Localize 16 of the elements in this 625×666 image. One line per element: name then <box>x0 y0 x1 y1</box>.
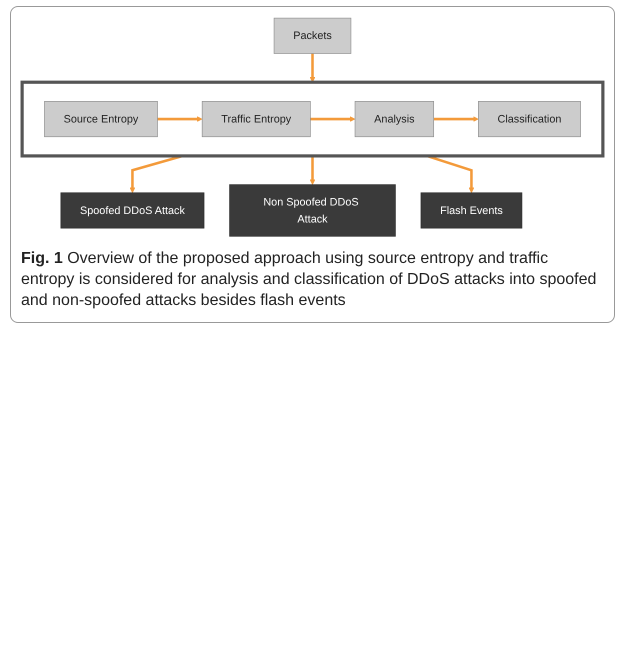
arrow <box>310 156 316 185</box>
arrow <box>310 116 356 122</box>
arrow <box>434 116 479 122</box>
arrow <box>310 54 316 82</box>
node-box: Traffic Entropy <box>202 101 311 138</box>
node-box: Non Spoofed DDoS Attack <box>229 184 396 237</box>
cluster <box>20 80 604 158</box>
node-box: Flash Events <box>420 192 522 228</box>
node-box: Spoofed DDoS Attack <box>60 192 204 228</box>
figure-caption: Fig. 1 Overview of the proposed approach using source entropy and traffic entropy is considered for analysis and classification of DDoS attacks into spoofed and non-spoofed attacks besides flash events <box>21 249 598 311</box>
node-box: Packets <box>274 18 352 54</box>
node-box: Analysis <box>354 101 434 138</box>
node-box: Source Entropy <box>44 101 158 138</box>
arrow <box>426 154 474 194</box>
arrow <box>158 116 202 122</box>
node-box: Classification <box>478 101 581 138</box>
